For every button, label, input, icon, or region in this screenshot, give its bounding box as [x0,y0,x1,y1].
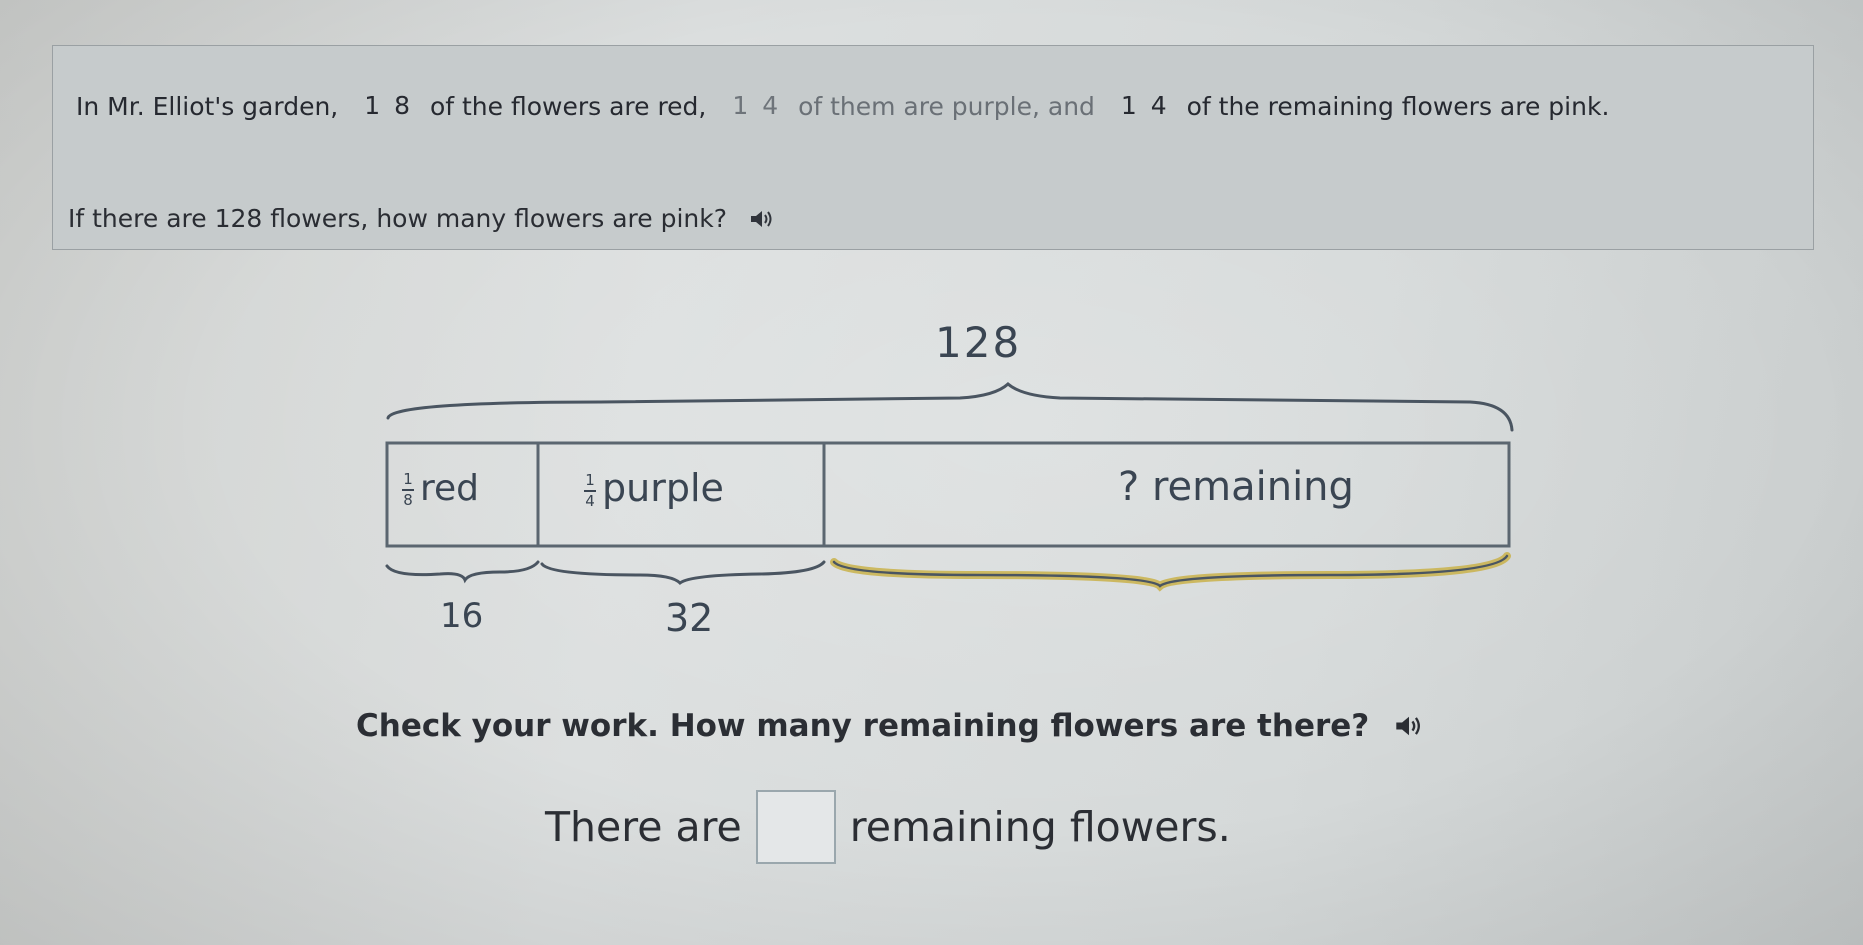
question-sentence: In Mr. Elliot's garden, 1 8 of the flowe… [68,90,1617,121]
check-prompt-row: Check your work. How many remaining flow… [356,708,1424,746]
question-text-c: of them are purple, and [798,91,1095,121]
answer-prefix: There are [545,803,742,851]
total-value: 128 [935,318,1022,367]
speaker-icon[interactable] [1394,710,1424,746]
purple-value: 32 [665,596,714,640]
purple-brace [540,560,826,586]
purple-fraction: 1 4 [584,470,596,510]
question-prompt: If there are 128 flowers, how many flowe… [68,204,728,233]
total-brace [386,381,1514,432]
red-brace [385,560,540,584]
tape-bar [385,441,1511,548]
question-prompt-row: If there are 128 flowers, how many flowe… [68,204,775,235]
red-fraction: 1 8 [402,470,414,509]
question-text-a: In Mr. Elliot's garden, [76,91,339,121]
answer-input[interactable] [755,790,836,864]
check-prompt: Check your work. How many remaining flow… [356,708,1370,744]
fraction-one-fourth-purple: 1 4 [732,90,779,120]
question-text-d: of the remaining flowers are pink. [1186,91,1610,121]
remaining-brace [832,554,1509,588]
question-panel: In Mr. Elliot's garden, 1 8 of the flowe… [52,45,1814,250]
speaker-icon[interactable] [749,206,775,235]
fraction-one-eighth: 1 8 [364,90,410,120]
fraction-one-fourth-pink: 1 4 [1120,90,1167,120]
answer-suffix: remaining flowers. [849,803,1231,851]
red-value: 16 [440,596,484,636]
purple-section-label: 1 4 purple [584,466,724,510]
red-section-label: 1 8 red [402,468,480,509]
question-text-b: of the flowers are red, [429,91,707,121]
remaining-section-label: ? remaining [1118,464,1354,510]
answer-sentence: There are remaining flowers. [545,790,1231,864]
